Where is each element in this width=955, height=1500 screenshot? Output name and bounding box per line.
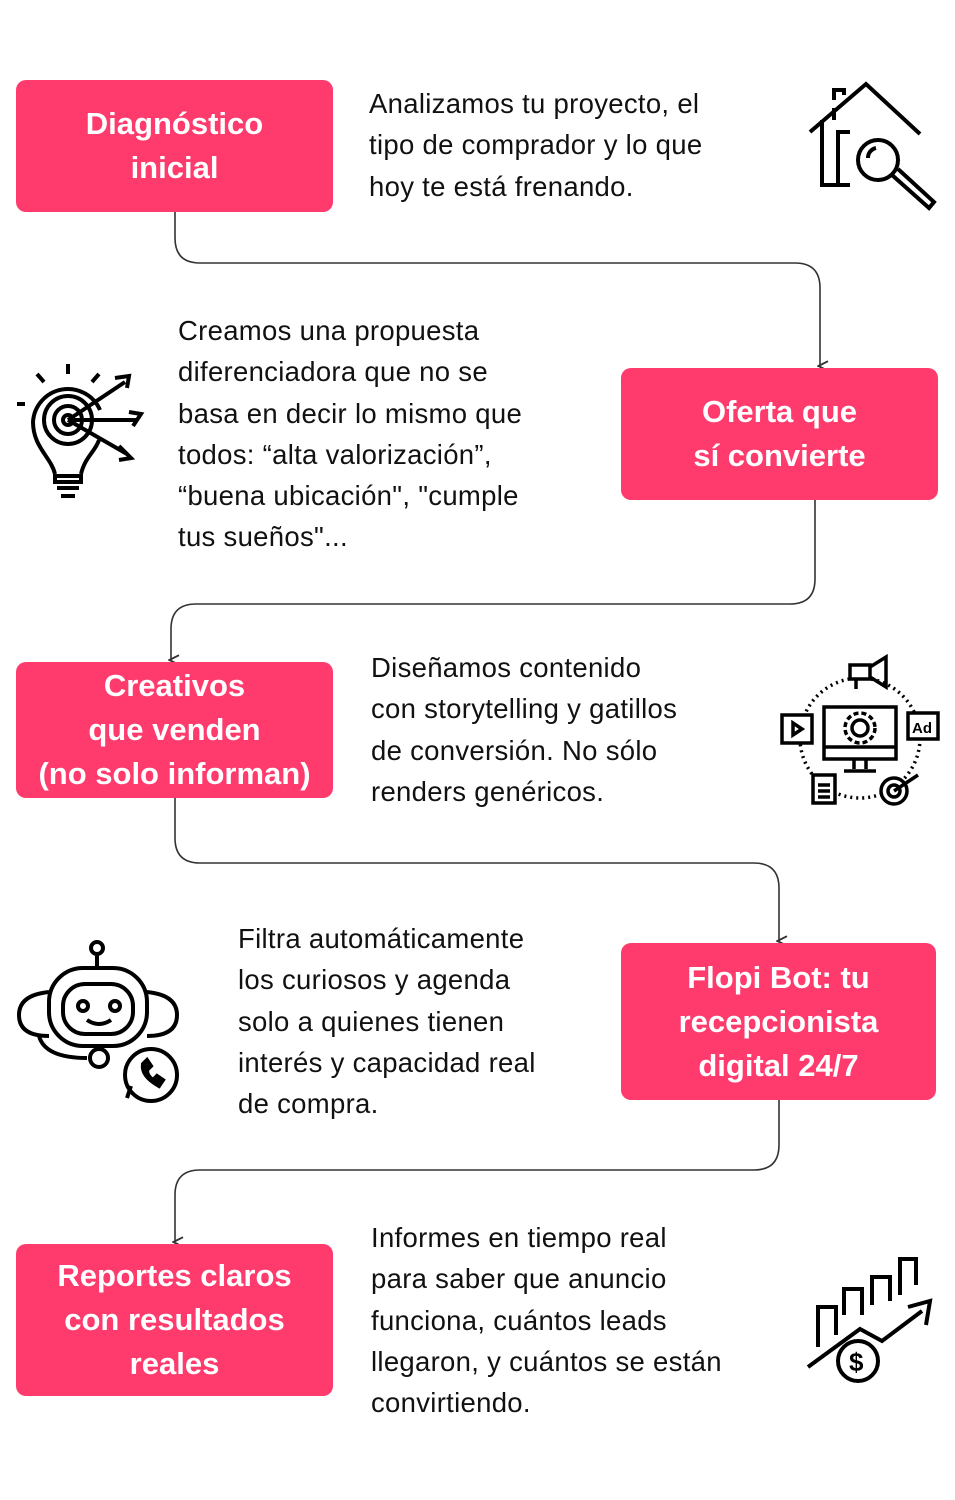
growth-chart-dollar-icon: $ xyxy=(804,1255,939,1387)
connector-2-3 xyxy=(171,500,816,660)
house-search-icon xyxy=(806,80,941,212)
step-2-title-box: Oferta que sí convierte xyxy=(621,368,938,500)
connector-4-5 xyxy=(175,1100,780,1242)
step-1-title-box: Diagnóstico inicial xyxy=(16,80,333,212)
step-3-title: Creativos que venden (no solo informan) xyxy=(38,668,311,791)
connector-3-4 xyxy=(174,798,779,941)
step-5-title-box: Reportes claros con resultados reales xyxy=(16,1244,333,1396)
step-5-title: Reportes claros con resultados reales xyxy=(57,1258,292,1381)
step-1-title: Diagnóstico inicial xyxy=(85,106,264,185)
step-3-title-box: Creativos que venden (no solo informan) xyxy=(16,662,333,798)
robot-whatsapp-icon xyxy=(15,940,183,1105)
step-5-description: Informes en tiempo real para saber que a… xyxy=(371,1222,722,1419)
step-1-description: Analizamos tu proyecto, el tipo de compr… xyxy=(369,88,703,202)
step-4-title-box: Flopi Bot: tu recepcionista digital 24/7 xyxy=(621,943,936,1100)
step-3-description: Diseñamos contenido con storytelling y g… xyxy=(371,652,678,807)
step-4-title: Flopi Bot: tu recepcionista digital 24/7 xyxy=(678,959,879,1083)
connector-1-2 xyxy=(174,212,820,366)
svg-text:Ad: Ad xyxy=(912,720,932,737)
step-2-description: Creamos una propuesta diferenciadora que… xyxy=(178,315,523,553)
digital-marketing-icon: Ad xyxy=(778,653,943,808)
lightbulb-target-icon xyxy=(15,362,145,504)
step-2-title: Oferta que sí convierte xyxy=(693,394,866,473)
svg-text:$: $ xyxy=(849,1347,864,1377)
step-4-description: Filtra automáticamente los curiosos y ag… xyxy=(238,923,536,1120)
